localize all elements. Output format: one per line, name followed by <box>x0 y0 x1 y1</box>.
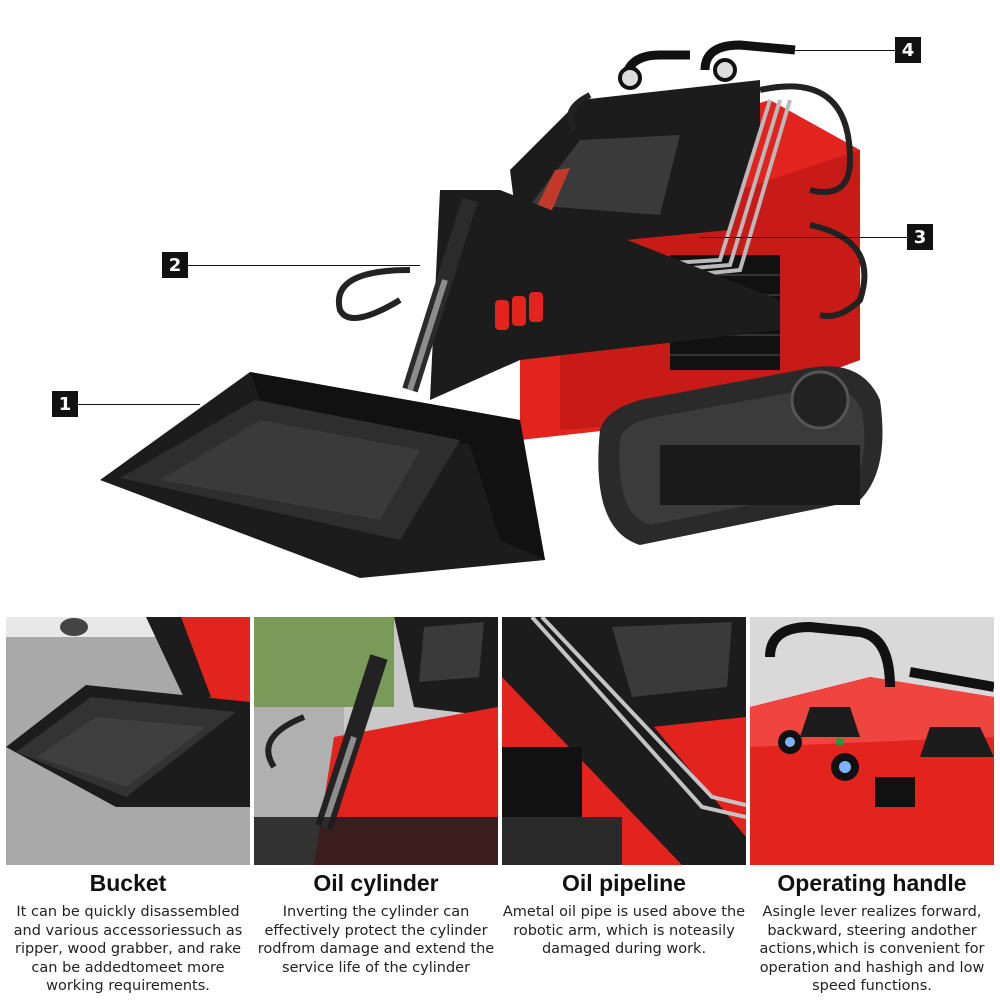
feature-description: Asingle lever realizes forward, backward… <box>759 904 985 994</box>
feature-description: It can be quickly disassembled and vario… <box>13 904 243 994</box>
mini-loader-illustration <box>100 40 883 578</box>
callout-badge-3: 3 <box>907 224 933 250</box>
hero-product-image: 1 2 3 4 <box>52 37 933 578</box>
feature-operating-handle: Operating handle Asingle lever realizes … <box>750 870 994 996</box>
drive-sprocket <box>790 370 850 430</box>
track-frame <box>660 445 860 505</box>
feature-description: Ametal oil pipe is used above the roboti… <box>502 904 746 957</box>
feature-thumbnails <box>6 617 994 865</box>
callout-badge-4: 4 <box>895 37 921 63</box>
callout-line-2 <box>188 265 420 266</box>
hood-mesh <box>530 135 680 215</box>
callout-badge-1: 1 <box>52 391 78 417</box>
feature-title: Operating handle <box>777 870 967 896</box>
callout-line-4 <box>790 50 896 51</box>
callout-line-3 <box>700 237 908 238</box>
hydraulic-hose <box>759 83 854 195</box>
thumbnail-operating-handle <box>750 617 994 865</box>
right-handle <box>700 40 796 71</box>
feature-oil-pipeline: Oil pipeline Ametal oil pipe is used abo… <box>502 870 746 959</box>
feature-title: Oil pipeline <box>562 870 686 896</box>
feature-title: Bucket <box>89 870 167 896</box>
feature-oil-cylinder: Oil cylinder Inverting the cylinder can … <box>254 870 498 977</box>
thumbnail-oil-cylinder <box>254 617 498 865</box>
feature-bucket: Bucket It can be quickly disassembled an… <box>6 870 250 996</box>
callout-badge-2: 2 <box>162 252 188 278</box>
feature-description: Inverting the cylinder can effectively p… <box>257 904 495 976</box>
work-light-right <box>713 58 737 82</box>
quick-couplers <box>495 292 543 330</box>
work-light-left <box>618 66 642 90</box>
feature-title: Oil cylinder <box>313 870 439 896</box>
lift-arm <box>430 190 780 400</box>
thumbnail-oil-pipeline <box>502 617 746 865</box>
thumbnail-bucket <box>6 617 250 865</box>
callout-line-1 <box>78 404 200 405</box>
